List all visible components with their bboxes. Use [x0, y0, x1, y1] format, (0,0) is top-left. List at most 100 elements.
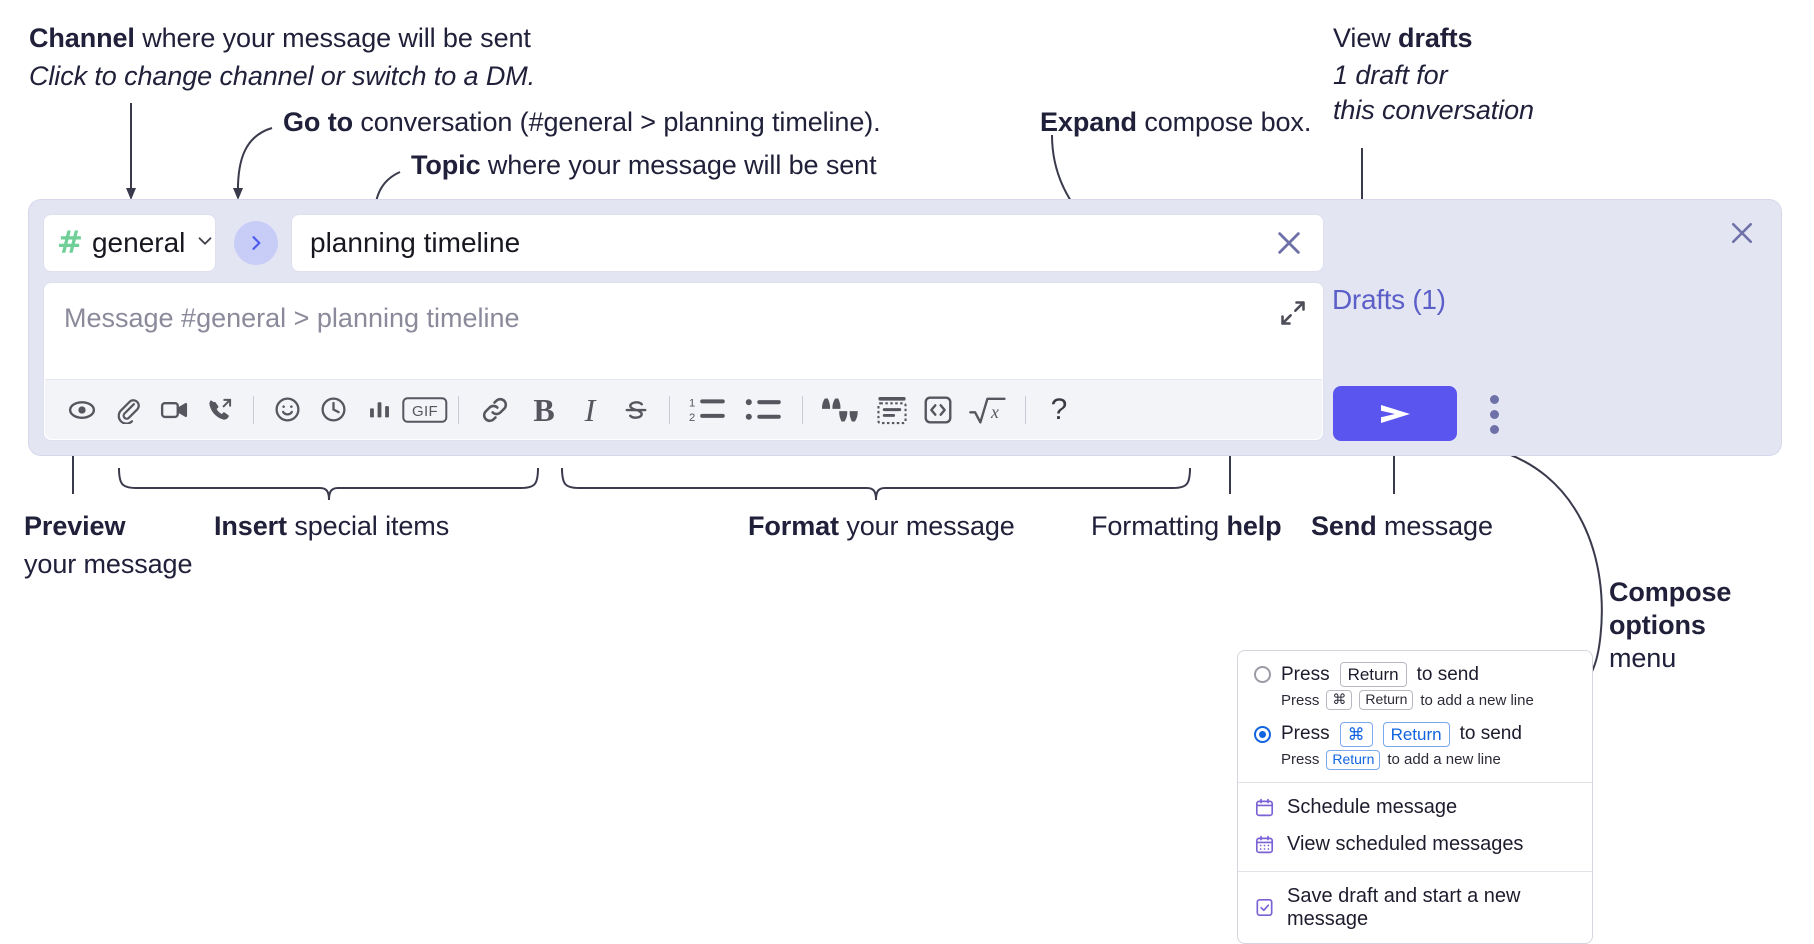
- menu-item-schedule-message[interactable]: Schedule message: [1238, 789, 1592, 826]
- annotation-send-rest: message: [1376, 511, 1493, 541]
- expand-icon[interactable]: [1279, 299, 1307, 327]
- menu-item-view-scheduled[interactable]: View scheduled messages: [1238, 826, 1592, 863]
- menu-divider-top: [1238, 781, 1592, 783]
- opt1-sub-key2: Return: [1359, 690, 1414, 710]
- compose-options-menu: Press Return to send Press ⌘ Return to a…: [1237, 650, 1593, 944]
- close-icon[interactable]: [1727, 218, 1757, 248]
- annotation-expand-rest: compose box.: [1136, 107, 1312, 137]
- bold-icon[interactable]: B: [521, 387, 567, 433]
- latex-icon[interactable]: x: [961, 387, 1015, 433]
- annotation-compose-plain: menu: [1609, 642, 1677, 673]
- annotation-channel-bold: Channel: [29, 23, 135, 53]
- annotation-drafts: View drafts 1 draft for this conversatio…: [1333, 23, 1534, 127]
- poll-icon[interactable]: [356, 387, 402, 433]
- formatting-toolbar: GIF B I 1: [45, 379, 1322, 439]
- annotation-topic-rest: where your message will be sent: [480, 150, 877, 180]
- opt2-key2: Return: [1382, 721, 1450, 747]
- annotation-format-rest: your message: [838, 511, 1015, 541]
- toolbar-divider-4: [802, 395, 803, 424]
- annotation-topic-bold: Topic: [411, 150, 481, 180]
- calendar-grid-icon: [1254, 834, 1275, 855]
- annotation-expand: Expand compose box.: [1040, 107, 1311, 139]
- menu-item-save-draft[interactable]: Save draft and start a new message: [1238, 878, 1592, 943]
- annotation-compose-bold2: options: [1609, 609, 1706, 640]
- svg-text:2: 2: [689, 412, 695, 424]
- annotation-topic: Topic where your message will be sent: [411, 150, 877, 182]
- radio-cmd-return-icon[interactable]: [1254, 725, 1271, 743]
- chevron-right-icon: [252, 236, 261, 250]
- help-label: ?: [1050, 392, 1068, 426]
- svg-text:GIF: GIF: [412, 403, 438, 420]
- menu-item-view-scheduled-label: View scheduled messages: [1287, 832, 1524, 855]
- compose-inner: # general planning timeline Message #gen…: [43, 214, 1324, 441]
- compose-options-button[interactable]: [1477, 392, 1511, 436]
- message-input-box[interactable]: Message #general > planning timeline: [43, 282, 1324, 441]
- topic-field[interactable]: planning timeline: [291, 214, 1324, 272]
- save-draft-icon: [1254, 897, 1275, 918]
- help-icon[interactable]: ?: [1036, 387, 1082, 433]
- annotation-help-plain: Formatting: [1091, 511, 1227, 541]
- annotation-expand-bold: Expand: [1040, 107, 1137, 137]
- opt1-post: to send: [1416, 663, 1479, 685]
- opt1-sub-post: to add a new line: [1420, 691, 1534, 709]
- radio-return-icon[interactable]: [1254, 666, 1271, 684]
- opt2-post: to send: [1459, 723, 1522, 745]
- video-icon[interactable]: [151, 387, 197, 433]
- code-block-icon[interactable]: [869, 387, 915, 433]
- channel-picker[interactable]: # general: [43, 214, 216, 272]
- blockquote-icon[interactable]: [813, 387, 869, 433]
- annotation-format-bold: Format: [748, 511, 839, 541]
- attachment-icon[interactable]: [105, 387, 151, 433]
- drafts-link[interactable]: Drafts (1): [1332, 284, 1446, 315]
- code-icon[interactable]: [915, 387, 961, 433]
- preview-icon[interactable]: [59, 387, 105, 433]
- gif-icon[interactable]: GIF: [402, 387, 448, 433]
- emoji-icon[interactable]: [264, 387, 310, 433]
- toolbar-divider-5: [1025, 395, 1026, 424]
- annotation-goto-bold: Go to: [283, 107, 353, 137]
- opt2-sub-pre: Press: [1281, 751, 1320, 769]
- svg-text:1: 1: [689, 397, 695, 409]
- menu-divider-bottom: [1238, 870, 1592, 872]
- send-option-cmd-return-sub: Press Return to add a new line: [1238, 750, 1592, 774]
- bold-label: B: [533, 391, 555, 428]
- opt1-key: Return: [1339, 662, 1407, 688]
- menu-item-save-draft-label: Save draft and start a new message: [1287, 884, 1521, 930]
- annotation-compose-options: Compose options menu: [1609, 576, 1731, 675]
- send-arrow-icon: [1381, 404, 1410, 423]
- ordered-list-icon[interactable]: 1 2: [680, 387, 736, 433]
- send-option-return[interactable]: Press Return to send: [1238, 659, 1592, 690]
- annotation-send-bold: Send: [1311, 511, 1377, 541]
- annotation-drafts-italic2: this conversation: [1333, 94, 1534, 125]
- hash-icon: #: [57, 224, 83, 261]
- calendar-icon: [1254, 797, 1275, 818]
- annotation-drafts-italic1: 1 draft for: [1333, 59, 1448, 90]
- annotation-goto-rest: conversation (#general > planning timeli…: [352, 107, 881, 137]
- annotation-formatting-help: Formatting help: [1091, 511, 1282, 543]
- annotation-preview: Preview your message: [24, 511, 192, 581]
- annotation-insert-rest: special items: [286, 511, 450, 541]
- annotation-compose-bold1: Compose: [1609, 577, 1732, 607]
- clear-topic-icon[interactable]: [1273, 227, 1305, 259]
- clock-icon[interactable]: [310, 387, 356, 433]
- message-placeholder: Message #general > planning timeline: [64, 303, 520, 333]
- italic-label: I: [584, 391, 596, 428]
- dot-2: [1489, 409, 1499, 419]
- annotation-preview-line2: your message: [24, 548, 193, 579]
- annotation-goto: Go to conversation (#general > planning …: [283, 107, 881, 139]
- strikethrough-icon[interactable]: [613, 387, 659, 433]
- opt1-sub-key1: ⌘: [1326, 690, 1353, 710]
- audio-call-icon[interactable]: [197, 387, 243, 433]
- toolbar-divider-3: [669, 395, 670, 424]
- bulleted-list-icon[interactable]: [736, 387, 792, 433]
- compose-header-row: # general planning timeline: [43, 214, 1324, 272]
- italic-icon[interactable]: I: [567, 387, 613, 433]
- link-icon[interactable]: [469, 387, 521, 433]
- goto-conversation-button[interactable]: [234, 221, 278, 265]
- send-option-cmd-return[interactable]: Press ⌘ Return to send: [1238, 719, 1592, 750]
- annotation-insert-bold: Insert: [214, 511, 287, 541]
- toolbar-divider-2: [458, 395, 459, 424]
- send-button[interactable]: [1333, 386, 1457, 441]
- annotation-channel-italic: Click to change channel or switch to a D…: [29, 60, 536, 91]
- dot-3: [1489, 424, 1499, 434]
